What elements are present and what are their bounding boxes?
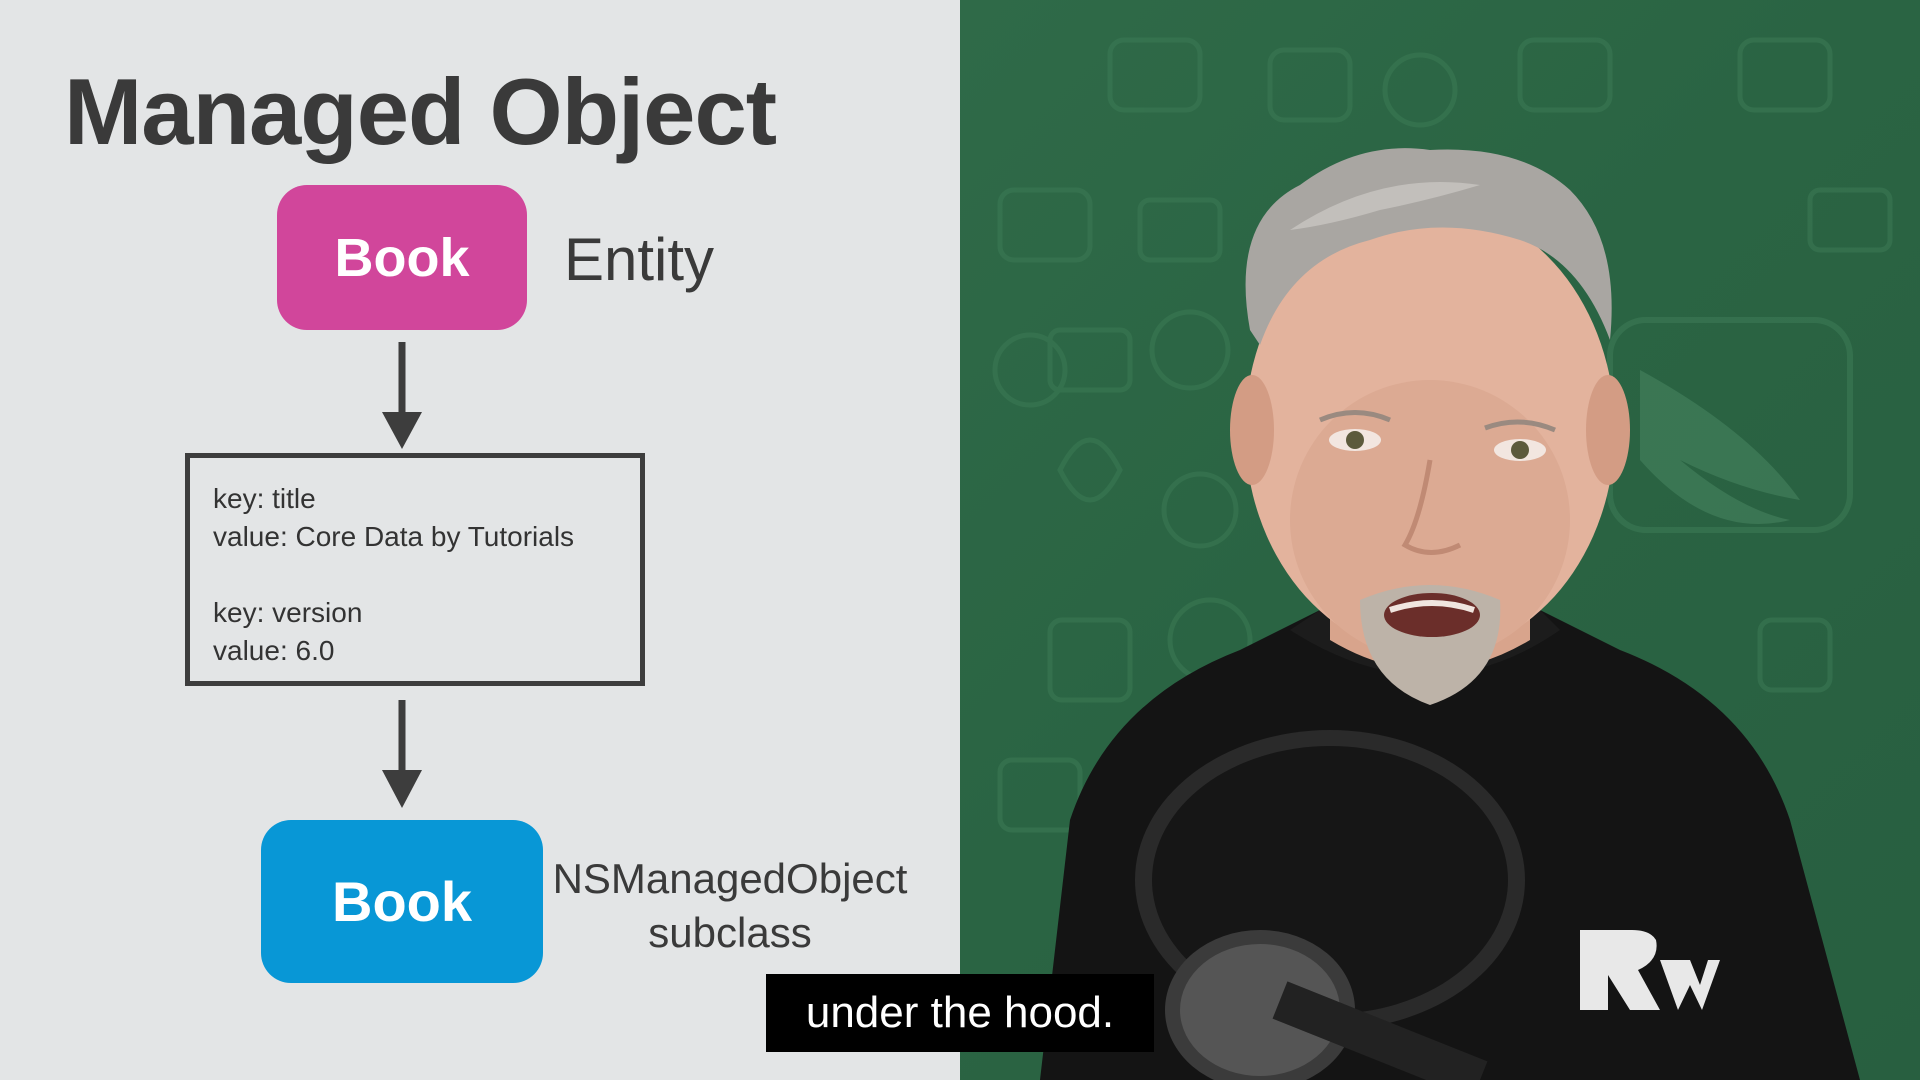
presenter-illustration bbox=[992, 37, 1893, 1080]
subtitle-caption: under the hood. bbox=[766, 974, 1154, 1052]
slide-title: Managed Object bbox=[64, 59, 777, 164]
background-icon-pattern bbox=[992, 37, 1893, 833]
entity-box: Book bbox=[277, 185, 527, 330]
subclass-label-line2: subclass bbox=[648, 909, 812, 956]
kv-line-value-version: value: 6.0 bbox=[213, 635, 335, 666]
slide-panel: Managed Object Book Entity key: title va… bbox=[64, 59, 915, 983]
arrow-dictionary-to-subclass bbox=[382, 700, 422, 808]
entity-box-label: Book bbox=[334, 227, 470, 288]
kv-line-key-version: key: version bbox=[213, 597, 363, 628]
subclass-box: Book bbox=[261, 820, 543, 983]
presenter-video bbox=[960, 0, 1920, 1080]
subclass-box-label: Book bbox=[332, 870, 472, 933]
kv-line-key-title: key: title bbox=[213, 483, 316, 514]
subclass-label: NSManagedObject subclass bbox=[545, 852, 915, 960]
arrow-entity-to-dictionary bbox=[382, 342, 422, 449]
rw-logo-icon bbox=[1580, 930, 1720, 1010]
microphone bbox=[1165, 930, 1488, 1080]
subclass-label-line1: NSManagedObject bbox=[552, 855, 908, 902]
swift-logo-icon bbox=[1607, 317, 1853, 533]
entity-label: Entity bbox=[564, 226, 715, 293]
key-value-box: key: title value: Core Data by Tutorials… bbox=[185, 453, 645, 686]
flow-arrows bbox=[382, 342, 422, 808]
kv-line-value-title: value: Core Data by Tutorials bbox=[213, 521, 575, 552]
